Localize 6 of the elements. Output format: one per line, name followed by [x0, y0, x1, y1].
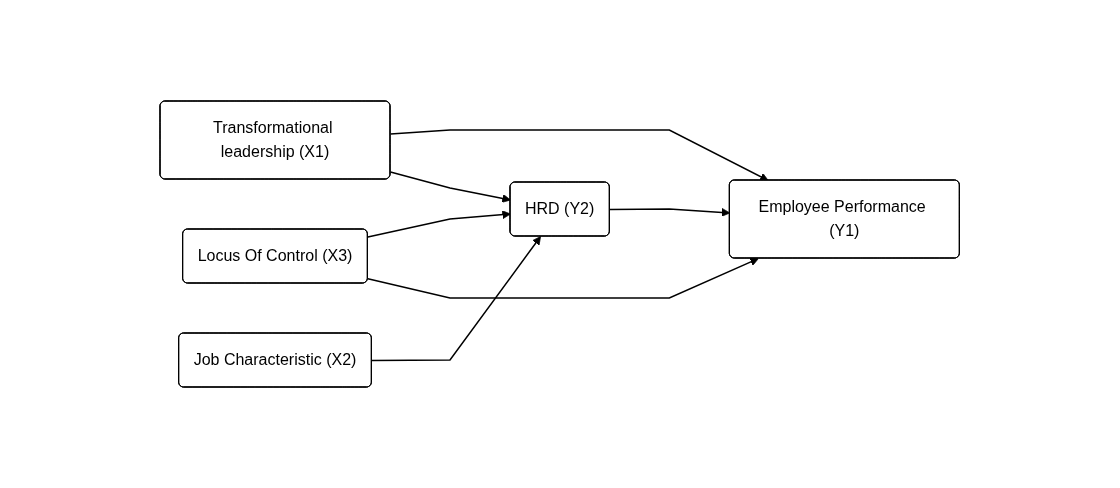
- arrow: [390, 171, 512, 203]
- arrow: [367, 257, 760, 299]
- arrow: [390, 129, 769, 181]
- arrow: [367, 210, 512, 238]
- arrow: [371, 236, 542, 362]
- arrow: [609, 208, 731, 217]
